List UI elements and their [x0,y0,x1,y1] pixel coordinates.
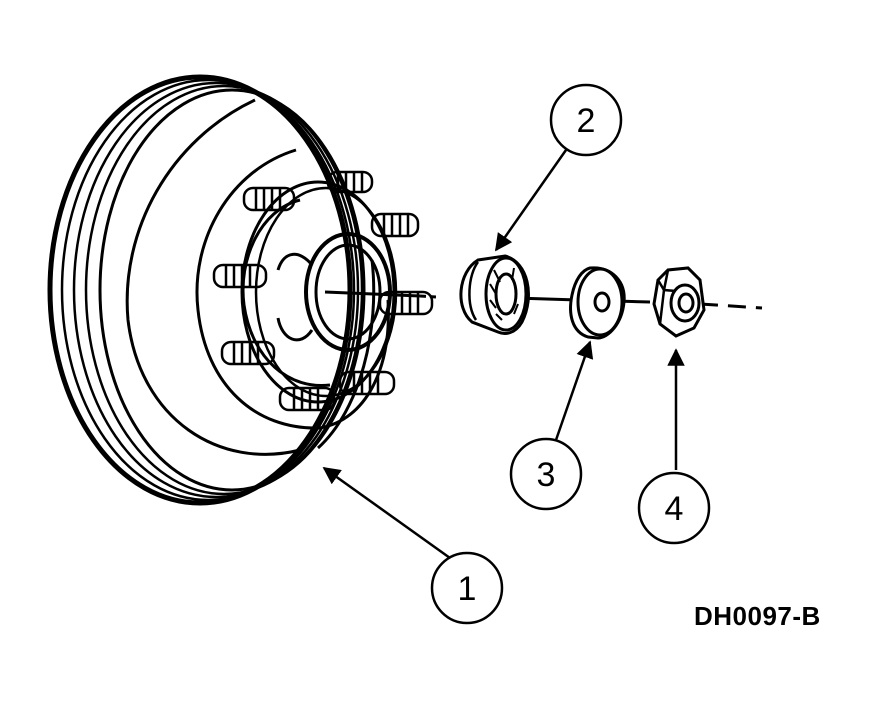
callout-1-label: 1 [458,570,477,608]
nut [652,266,706,338]
washer [569,266,626,340]
wheel-stud [278,386,336,412]
callout-1: 1 [430,551,504,625]
bearing-rollers [489,267,519,321]
assembly-centerline [324,290,763,310]
callout-2: 2 [549,83,623,157]
hub-rotor-assembly [47,74,434,506]
wheel-studs [212,170,434,412]
leader-arrows [322,149,685,560]
callout-2-label: 2 [577,102,596,140]
wheel-stud [220,340,276,366]
callout-3-label: 3 [537,456,556,494]
leader-arrow-3 [554,340,594,441]
wheel-stud [326,170,374,194]
outer-wheel-bearing [459,254,530,335]
wheel-stud [338,370,396,396]
rotor-rim [47,74,366,506]
wheel-stud [212,263,268,289]
leader-arrow-2 [494,149,568,252]
wheel-stud [242,186,296,212]
wheel-stud [370,212,420,238]
figure-code: DH0097-B [694,601,821,631]
callout-4: 4 [637,471,711,545]
rotor-face [125,98,376,456]
callout-3: 3 [509,437,583,511]
leader-arrow-1 [322,466,451,560]
callout-4-label: 4 [665,490,684,528]
